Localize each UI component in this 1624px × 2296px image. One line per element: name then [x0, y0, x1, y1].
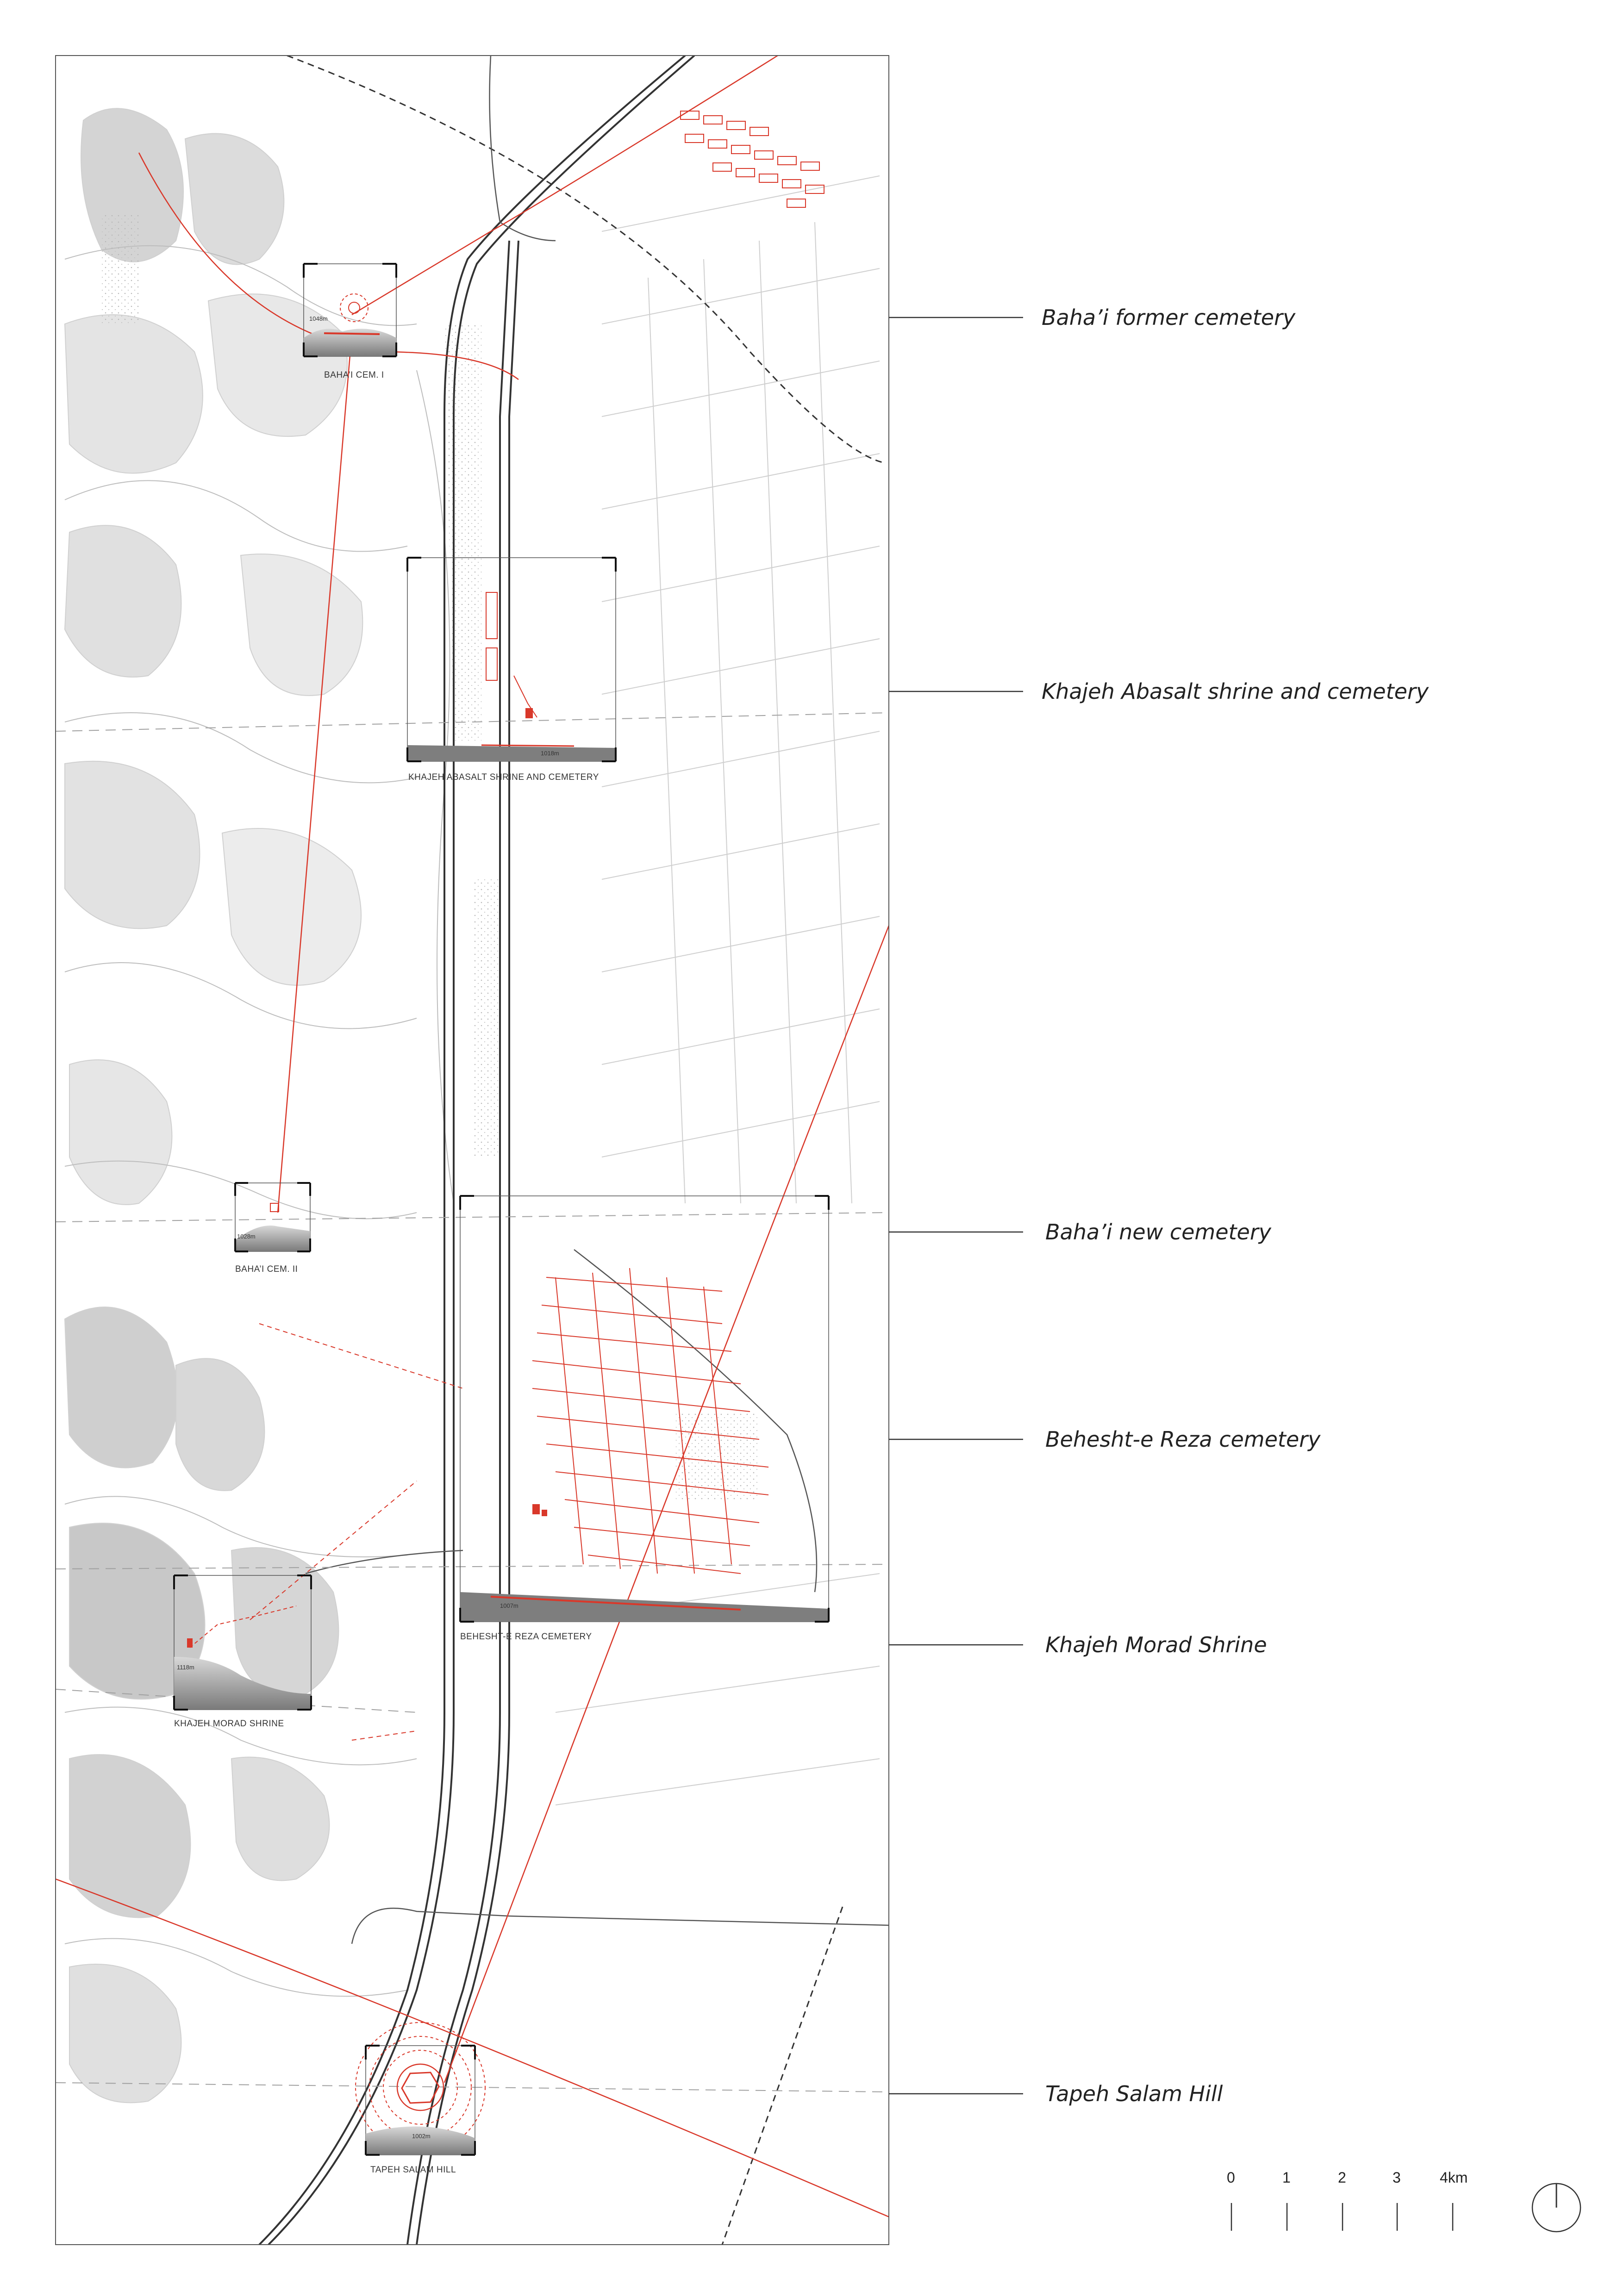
inset-elevation: 1018m: [541, 750, 559, 757]
inset-tapeh-salam: 1002m TAPEH SALAM HILL: [355, 2022, 486, 2175]
inset-label: BAHA’I CEM. I: [324, 370, 384, 380]
inset-elevation: 1028m: [237, 1233, 256, 1240]
red-dashed-sight-line: [250, 1323, 463, 1741]
red-sight-lines: [56, 56, 889, 2218]
behesht-e-reza-red-features: [525, 708, 547, 1516]
inset-label: BEHESHT-E REZA CEMETERY: [460, 1632, 592, 1642]
inset-bahai-cem-1: 1048m BAHA’I CEM. I: [303, 263, 397, 380]
red-settlement-blocks: [680, 111, 824, 208]
inset-elevation: 1002m: [412, 2133, 431, 2140]
scale-tick-label: 0: [1227, 2169, 1235, 2186]
terrain-relief: [64, 108, 363, 2103]
behesht-e-reza-plot-grid: [532, 1268, 769, 1574]
inset-elevation: 1118m: [177, 1664, 194, 1671]
inset-elevation: 1007m: [500, 1602, 518, 1609]
callout-behesht-e-reza: Behesht-e Reza cemetery: [1045, 1427, 1321, 1452]
inset-label: KHAJEH MORAD SHRINE: [174, 1719, 284, 1729]
inset-label: BAHA’I CEM. II: [235, 1264, 298, 1274]
inset-label: KHAJEH ABASALT SHRINE AND CEMETERY: [408, 772, 599, 782]
north-arrow-icon: [1531, 2183, 1581, 2233]
khajeh-abasalt-buildings: [486, 592, 537, 718]
scale-tick-label: 4km: [1440, 2169, 1468, 2186]
callout-khajeh-morad: Khajeh Morad Shrine: [1045, 1632, 1267, 1657]
callout-khajeh-abasalt: Khajeh Abasalt shrine and cemetery: [1042, 679, 1429, 704]
inset-khajeh-abasalt: 1018m KHAJEH ABASALT SHRINE AND CEMETERY: [406, 557, 617, 782]
scale-bar: 0 1 2 3 4km: [1227, 2169, 1468, 2231]
railway-lines: [287, 56, 885, 2245]
map-border: [55, 55, 889, 2245]
map-frame: 1048m BAHA’I CEM. I 1018m KHAJEH ABASALT…: [56, 56, 889, 2245]
boundary-lines: [56, 712, 889, 2092]
inset-khajeh-morad: 1118m KHAJEH MORAD SHRINE: [173, 1574, 312, 1729]
inset-label: TAPEH SALAM HILL: [370, 2165, 456, 2175]
callout-tapeh-salam: Tapeh Salam Hill: [1045, 2081, 1223, 2106]
secondary-roads: [305, 56, 889, 1944]
inset-bahai-cem-2: 1028m BAHA’I CEM. II: [234, 1182, 311, 1274]
agricultural-field-grid: [555, 175, 880, 1805]
inset-elevation: 1048m: [309, 315, 328, 322]
scale-tick-label: 3: [1393, 2169, 1401, 2186]
callout-bahai-former-cemetery: Baha’i former cemetery: [1042, 305, 1296, 330]
main-highway: [258, 56, 695, 2245]
callout-labels: Baha’i former cemetery Khajeh Abasalt sh…: [1042, 305, 1429, 2106]
scale-tick-label: 2: [1338, 2169, 1346, 2186]
inset-behesht-e-reza: 1007m BEHESHT-E REZA CEMETERY: [459, 1195, 830, 1642]
callout-bahai-new-cemetery: Baha’i new cemetery: [1045, 1220, 1272, 1244]
scale-tick-label: 1: [1282, 2169, 1291, 2186]
callout-leaders: [889, 317, 1023, 2095]
